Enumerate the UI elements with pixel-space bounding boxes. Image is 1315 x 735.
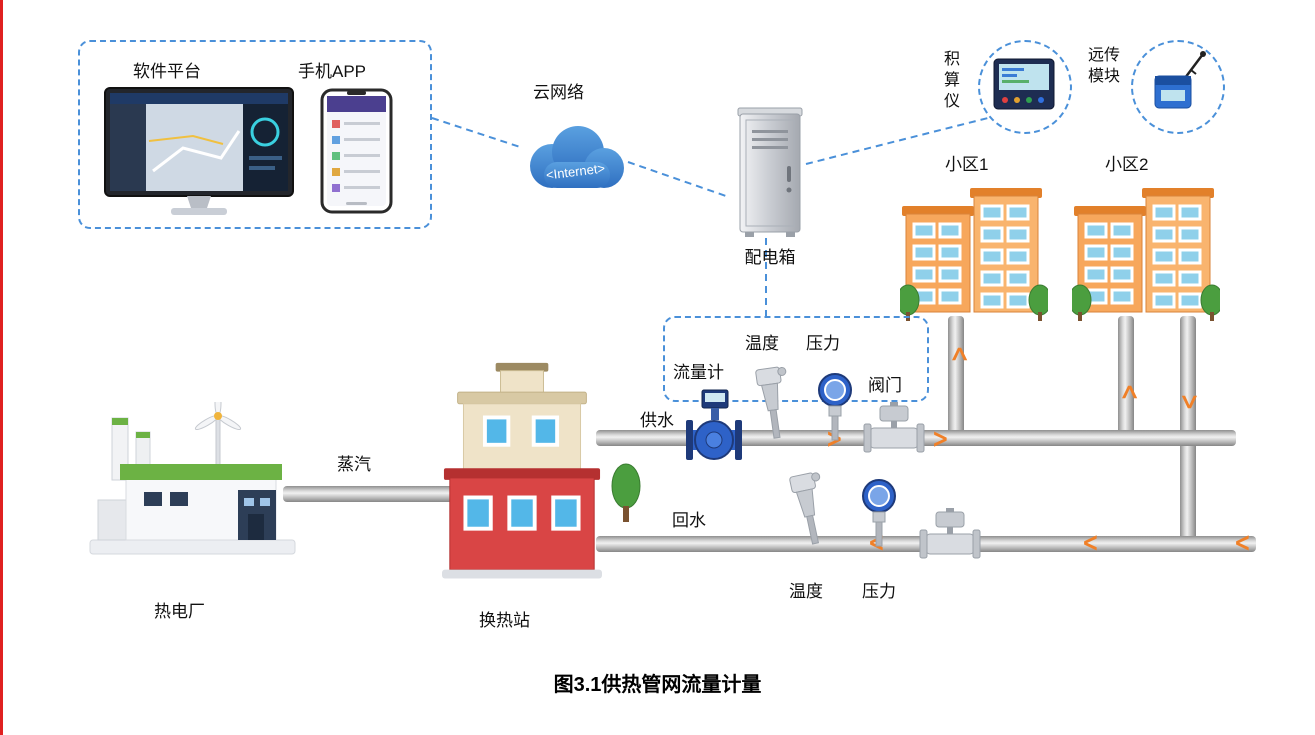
supply-flow-arrow-icon: > (932, 421, 949, 455)
power-plant-graphic (89, 402, 296, 555)
building-graphic-district1 (900, 188, 1048, 321)
figure-caption: 图3.1供热管网流量计量 (553, 674, 762, 696)
return-pressure-transmitter-graphic (862, 479, 896, 547)
phone-graphic (320, 88, 393, 214)
power-plant-label: 热电厂 (154, 602, 205, 621)
supply-riser-district1 (948, 316, 964, 438)
heat-station-graphic (442, 362, 602, 579)
monitor-graphic (104, 87, 294, 215)
steam-pipe (283, 486, 463, 502)
supply-valve-graphic (863, 402, 925, 453)
return-temperature-sensor-graphic (789, 472, 821, 545)
valve-label: 阀门 (868, 376, 902, 395)
cloud-network-label: 云网络 (533, 83, 584, 102)
building-graphic-district2 (1072, 188, 1220, 321)
left-border-line (0, 0, 3, 735)
totalizer-device-graphic (993, 58, 1055, 110)
instrument-group-box (663, 316, 929, 402)
control-center-box (78, 40, 432, 229)
remote-module-graphic (1154, 51, 1206, 109)
heat-station-label: 换热站 (479, 611, 530, 630)
supply-temperature-label: 温度 (745, 334, 779, 353)
return-pressure-label: 压力 (862, 582, 896, 601)
riser2-flow-arrow-icon: > (1112, 383, 1145, 401)
flowmeter-graphic (686, 389, 742, 460)
remote-module-label: 远传模块 (1087, 47, 1120, 85)
return-valve-graphic (919, 508, 981, 559)
flowmeter-label: 流量计 (673, 363, 724, 382)
steam-label: 蒸汽 (337, 455, 371, 474)
totalizer-circle (978, 40, 1072, 134)
return-temperature-label: 温度 (789, 582, 823, 601)
cloud-internet-text: <Internet> (545, 160, 606, 182)
remote-module-circle (1131, 40, 1225, 134)
totalizer-label: 积算仪 (943, 51, 960, 110)
supply-pressure-transmitter-graphic (818, 373, 852, 441)
supply-temperature-sensor-graphic (755, 366, 787, 439)
mobile-app-label: 手机APP (298, 62, 367, 81)
supply-pressure-label: 压力 (806, 334, 840, 353)
return-flow-arrow-icon: > (1082, 527, 1099, 561)
return-riser-flow-arrow-icon: > (1174, 393, 1207, 411)
supply-riser-district2 (1118, 316, 1134, 438)
cabinet-graphic (737, 107, 803, 237)
cabinet-label: 配电箱 (744, 248, 796, 267)
tree-icon (611, 463, 641, 522)
riser1-flow-arrow-icon: > (942, 345, 975, 363)
supply-label: 供水 (640, 411, 674, 430)
return-label: 回水 (672, 511, 706, 530)
cloud-icon: <Internet> (530, 126, 624, 188)
district2-label: 小区2 (1105, 155, 1149, 174)
return-flow-arrow-icon: > (1234, 527, 1251, 561)
district1-label: 小区1 (945, 155, 989, 174)
software-platform-label: 软件平台 (133, 62, 201, 81)
